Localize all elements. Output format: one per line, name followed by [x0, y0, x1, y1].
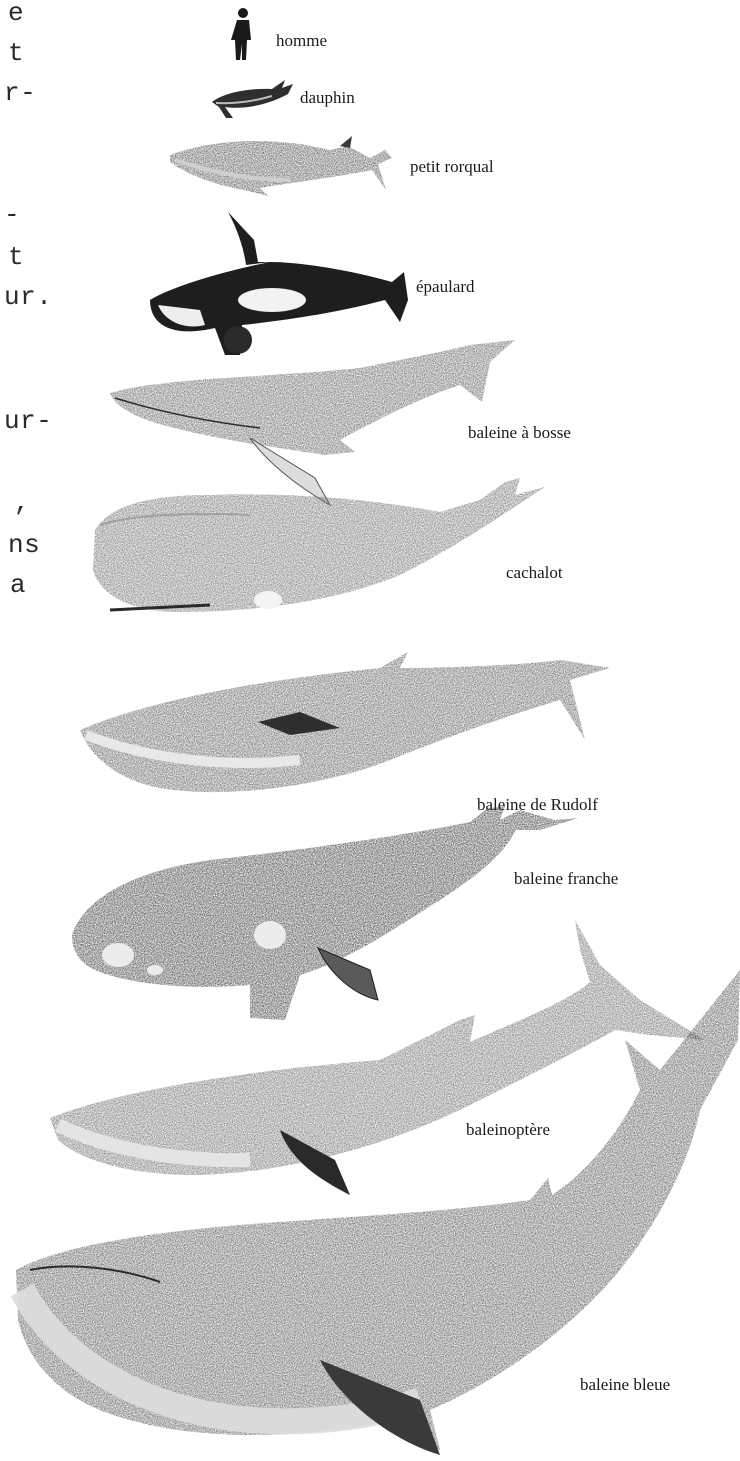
- label-baleinoptere: baleinoptère: [466, 1120, 550, 1139]
- petit-rorqual-figure: [170, 136, 392, 196]
- label-epaulard: épaulard: [416, 277, 475, 296]
- cachalot-figure: [93, 478, 545, 612]
- baleine-de-rudolf-figure: [80, 652, 610, 792]
- dauphin-figure: [212, 80, 293, 118]
- epaulard-figure: [150, 212, 408, 355]
- label-baleine-a-bosse: baleine à bosse: [468, 423, 571, 442]
- label-baleine-franche: baleine franche: [514, 869, 618, 888]
- homme-figure: [231, 8, 251, 60]
- baleine-franche-figure: [72, 806, 578, 1020]
- label-petit-rorqual: petit rorqual: [410, 157, 494, 176]
- label-cachalot: cachalot: [506, 563, 563, 582]
- baleine-a-bosse-figure: [110, 340, 515, 505]
- label-baleine-bleue: baleine bleue: [580, 1375, 670, 1394]
- label-homme: homme: [276, 31, 327, 50]
- label-dauphin: dauphin: [300, 88, 355, 107]
